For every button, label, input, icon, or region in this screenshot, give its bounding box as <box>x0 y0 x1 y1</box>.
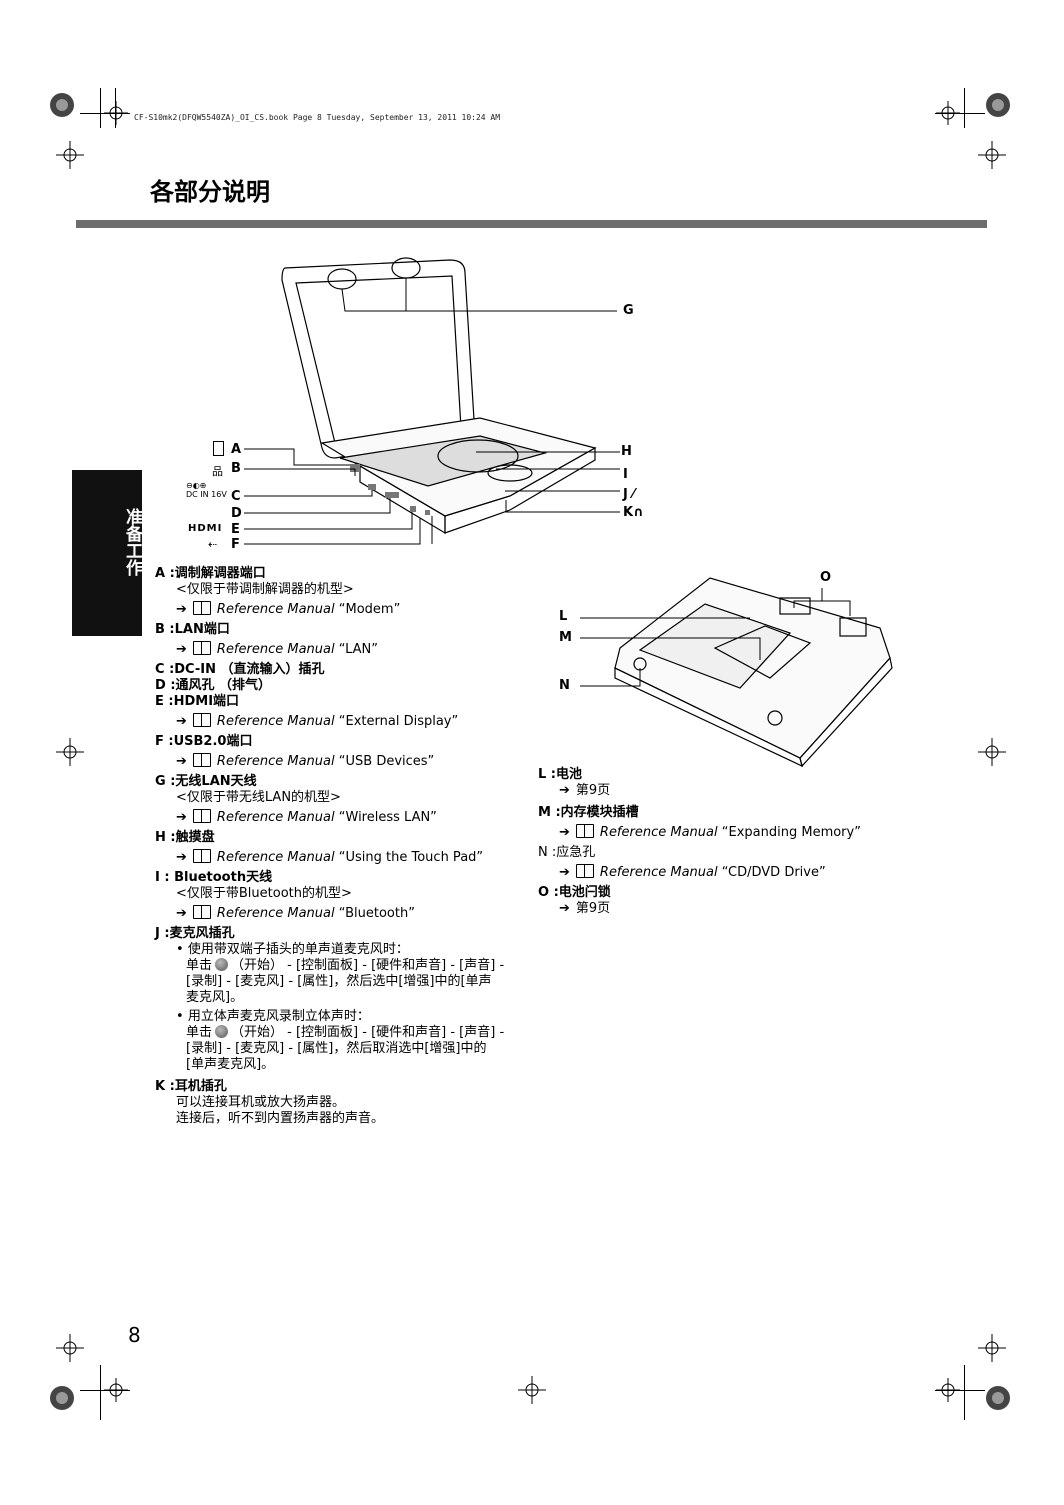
section-side-tab: 准备工作 <box>72 470 142 636</box>
right-arrow-icon: ➔ <box>559 783 570 798</box>
item-k: K :耳机插孔 可以连接耳机或放大扬声器。 连接后，听不到内置扬声器的声音。 <box>155 1079 385 1126</box>
reference-manual-book-icon <box>575 824 594 838</box>
component-list-right: L :电池 ➔第9页 M :内存模块插槽 ➔Reference Manual “… <box>538 767 938 917</box>
label-c: C <box>231 489 241 504</box>
item-o: O :电池闩锁 ➔第9页 <box>538 885 611 916</box>
reference-manual-book-icon <box>192 641 211 655</box>
page-number: 8 <box>128 1323 141 1347</box>
hdmi-icon: HDMI <box>188 523 223 534</box>
reference-manual-book-icon <box>192 753 211 767</box>
label-h: H <box>621 444 632 459</box>
reference-manual-book-icon <box>575 864 594 878</box>
reference-manual-book-icon <box>192 713 211 727</box>
item-i: I : Bluetooth天线 <仅限于带Bluetooth的机型> ➔Refe… <box>155 870 415 921</box>
label-o: O <box>820 570 832 585</box>
lan-port-icon: 品 <box>212 465 223 478</box>
label-b: B <box>231 461 241 476</box>
label-d: D <box>231 506 242 521</box>
windows-start-orb-icon <box>215 958 229 971</box>
label-l: L <box>559 609 568 624</box>
laptop-open-illustration <box>244 257 620 545</box>
right-arrow-icon: ➔ <box>559 825 570 840</box>
reference-manual-book-icon <box>192 601 211 615</box>
component-list-left: A :调制解调器端口 <仅限于带调制解调器的机型> ➔Reference Man… <box>155 566 535 1127</box>
item-b: B :LAN端口 ➔Reference Manual “LAN” <box>155 622 378 657</box>
reference-manual-book-icon <box>192 809 211 823</box>
right-arrow-icon: ➔ <box>176 602 187 617</box>
item-h: H :触摸盘 ➔Reference Manual “Using the Touc… <box>155 830 484 865</box>
item-f: F :USB2.0端口 ➔Reference Manual “USB Devic… <box>155 734 435 769</box>
label-i: I <box>623 467 628 482</box>
item-g: G :无线LAN天线 <仅限于带无线LAN的机型> ➔Reference Man… <box>155 774 437 825</box>
item-d: D :通风孔 （排气） <box>155 678 272 693</box>
page-title: 各部分说明 <box>150 178 270 206</box>
windows-start-orb-icon <box>215 1025 229 1038</box>
right-arrow-icon: ➔ <box>176 850 187 865</box>
modem-port-icon <box>213 441 224 456</box>
reference-manual-book-icon <box>192 905 211 919</box>
print-header: CF-S10mk2(DFQW5540ZA)_OI_CS.book Page 8 … <box>134 113 501 122</box>
label-e: E <box>231 522 240 537</box>
item-n: N :应急孔 ➔Reference Manual “CD/DVD Drive” <box>538 845 826 880</box>
right-arrow-icon: ➔ <box>176 642 187 657</box>
headphone-icon: ∩ <box>633 505 644 520</box>
right-arrow-icon: ➔ <box>559 865 570 880</box>
dc-in-icon: ⊖◐⊕DC IN 16V <box>186 481 227 499</box>
item-c: C :DC-IN （直流输入）插孔 <box>155 662 325 677</box>
item-e: E :HDMI端口 ➔Reference Manual “External Di… <box>155 694 459 729</box>
label-n: N <box>559 678 570 693</box>
right-arrow-icon: ➔ <box>176 906 187 921</box>
right-arrow-icon: ➔ <box>176 810 187 825</box>
item-m: M :内存模块插槽 ➔Reference Manual “Expanding M… <box>538 805 861 840</box>
right-arrow-icon: ➔ <box>176 754 187 769</box>
label-g: G <box>623 303 634 318</box>
item-a: A :调制解调器端口 <仅限于带调制解调器的机型> ➔Reference Man… <box>155 566 401 617</box>
title-divider <box>76 220 987 228</box>
right-arrow-icon: ➔ <box>559 901 570 916</box>
label-f: F <box>231 537 240 552</box>
side-tab-label: 准备工作 <box>122 508 142 576</box>
usb-icon: ⇠ <box>208 538 218 551</box>
bullet-stereo-mic: • 用立体声麦克风录制立体声时： <box>176 1009 370 1024</box>
microphone-icon: ⁄ <box>627 487 635 502</box>
label-m: M <box>559 630 572 645</box>
label-a: A <box>231 442 242 457</box>
laptop-bottom-illustration <box>580 577 893 768</box>
right-arrow-icon: ➔ <box>176 714 187 729</box>
reference-manual-book-icon <box>192 849 211 863</box>
item-l: L :电池 ➔第9页 <box>538 767 611 798</box>
label-k: K∩ <box>623 505 644 520</box>
item-j: J :麦克风插孔 • 使用带双端子插头的单声道麦克风时： 单击（开始） - [控… <box>155 926 535 1073</box>
bullet-mono-mic: • 使用带双端子插头的单声道麦克风时： <box>176 942 409 957</box>
label-j: J ⁄ <box>623 487 635 502</box>
